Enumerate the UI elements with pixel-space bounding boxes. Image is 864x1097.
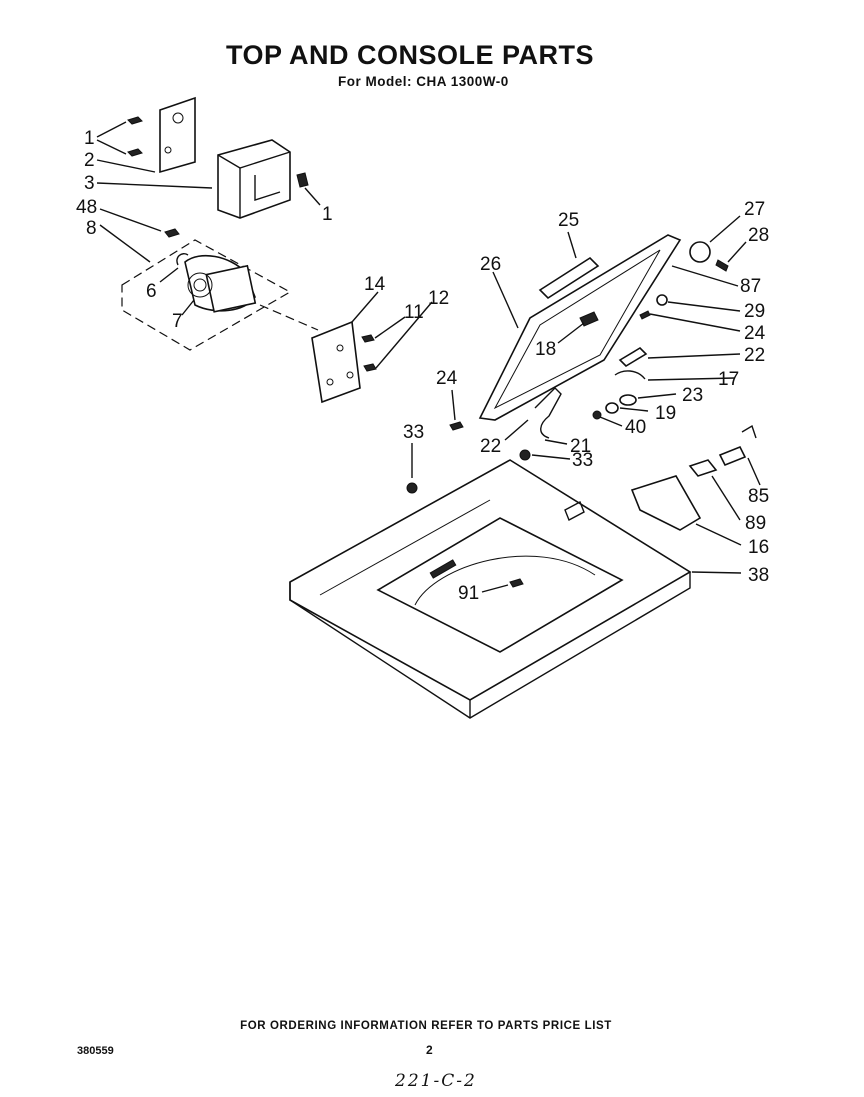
callout-7: 7 bbox=[172, 311, 183, 332]
callout-89: 89 bbox=[745, 513, 766, 534]
callout-18: 18 bbox=[535, 339, 556, 360]
callout-85: 85 bbox=[748, 486, 769, 507]
page-title: TOP AND CONSOLE PARTS bbox=[225, 40, 595, 70]
callout-24a: 24 bbox=[744, 323, 766, 344]
screw-part-12 bbox=[363, 363, 377, 372]
timer-assembly bbox=[121, 239, 292, 351]
callout-23: 23 bbox=[682, 385, 703, 406]
callout-17: 17 bbox=[718, 369, 739, 390]
callout-14: 14 bbox=[364, 274, 386, 295]
callout-27: 27 bbox=[744, 199, 765, 220]
screws-part-33 bbox=[406, 449, 531, 494]
callout-29: 29 bbox=[744, 301, 765, 322]
console-end-parts bbox=[630, 424, 757, 531]
lid-switch-parts bbox=[534, 346, 648, 439]
callout-6: 6 bbox=[146, 281, 157, 302]
callout-26: 26 bbox=[480, 254, 501, 275]
callout-11: 11 bbox=[404, 302, 424, 323]
callout-16: 16 bbox=[748, 537, 769, 558]
callout-38: 38 bbox=[748, 565, 769, 586]
callout-2: 2 bbox=[84, 150, 95, 171]
top-panel bbox=[289, 459, 692, 719]
callout-22b: 22 bbox=[480, 436, 501, 457]
callout-1a: 1 bbox=[84, 128, 95, 149]
callout-87: 87 bbox=[740, 276, 761, 297]
callout-24b: 24 bbox=[436, 368, 458, 389]
console-bracket bbox=[217, 139, 291, 219]
callout-21: 21 bbox=[570, 436, 591, 457]
callout-labels: 1 2 3 1 48 8 6 7 14 11 12 25 26 27 28 87… bbox=[76, 128, 769, 604]
callout-3: 3 bbox=[84, 173, 95, 194]
callout-25: 25 bbox=[558, 210, 579, 231]
callout-28: 28 bbox=[748, 225, 769, 246]
model-subtitle: For Model: CHA 1300W-0 bbox=[338, 74, 509, 89]
screw-part-11 bbox=[361, 334, 375, 343]
screw-part-1a bbox=[127, 116, 143, 157]
screw-part-24 bbox=[449, 421, 464, 431]
handwritten-reference: 221-C-2 bbox=[395, 1071, 477, 1091]
callout-19: 19 bbox=[655, 403, 676, 424]
screw-part-91 bbox=[509, 578, 524, 588]
callout-33b: 33 bbox=[572, 450, 593, 471]
callout-12: 12 bbox=[428, 288, 449, 309]
callout-91: 91 bbox=[458, 583, 479, 604]
callout-40: 40 bbox=[625, 417, 646, 438]
callout-1b: 1 bbox=[322, 204, 333, 225]
document-number: 380559 bbox=[77, 1045, 114, 1057]
leader-lines bbox=[96, 121, 761, 593]
callout-22a: 22 bbox=[744, 345, 765, 366]
page-number: 2 bbox=[426, 1043, 433, 1057]
screw-part-48 bbox=[164, 228, 180, 238]
timer-mounting-plate bbox=[159, 96, 196, 174]
callout-33a: 33 bbox=[403, 422, 424, 443]
ordering-note: FOR ORDERING INFORMATION REFER TO PARTS … bbox=[240, 1020, 612, 1032]
switch-plate bbox=[311, 320, 361, 404]
lid-assembly bbox=[478, 234, 682, 421]
screw-part-1b bbox=[296, 172, 309, 188]
lid-hinge-parts bbox=[579, 241, 729, 327]
callout-48: 48 bbox=[76, 197, 97, 218]
callout-8: 8 bbox=[86, 218, 97, 239]
